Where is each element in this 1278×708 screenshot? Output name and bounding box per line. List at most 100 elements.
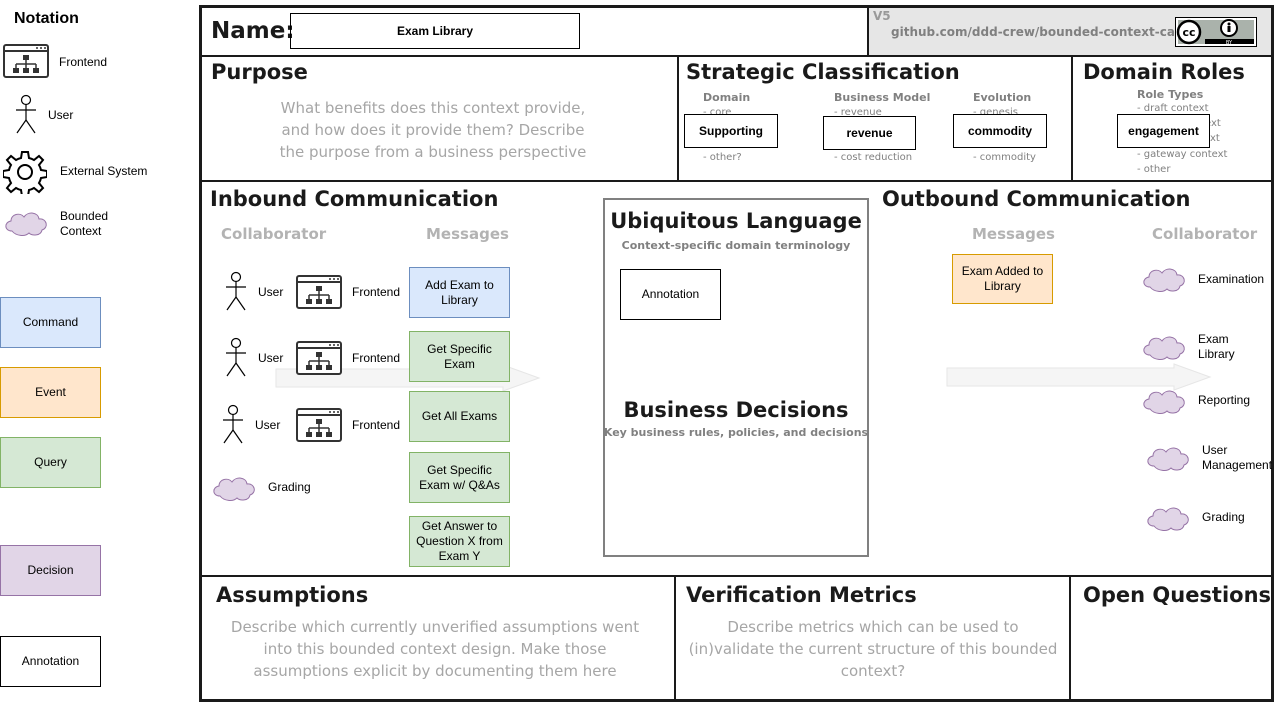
svg-text:cc: cc [1182,26,1195,39]
inbound-collaborator-header: Collaborator [221,225,327,243]
domain-label: Domain [703,91,751,104]
bounded-context-icon [210,474,258,502]
message-command[interactable]: Add Exam to Library [409,267,510,318]
bounded-context-icon [2,208,50,238]
business-model-label: Business Model [834,91,931,104]
inbound-user-label: User [258,285,284,299]
bounded-context-icon [1144,504,1192,532]
context-name-field[interactable]: Exam Library [290,13,580,49]
outbound-collaborator-label: Grading [1202,510,1245,524]
divider [674,577,676,699]
role-type-item: ext [1205,118,1221,129]
outbound-messages-header: Messages [972,225,1055,243]
business-decisions-title: Business Decisions [623,398,849,422]
evolution-label: Evolution [973,91,1032,104]
role-type-item: - draft context [1137,103,1209,114]
outbound-title: Outbound Communication [882,187,1191,211]
business-hint-top: - revenue [834,107,882,118]
domain-hint-bottom: - other? [703,152,742,163]
bounded-context-icon [1140,265,1188,293]
outbound-collaborator-label: Examination [1198,272,1265,286]
repo-link[interactable]: github.com/ddd-crew/bounded-context-canv… [891,25,1207,39]
user-icon [14,94,38,136]
frontend-icon [296,408,342,442]
gear-icon [3,150,47,194]
evolution-hint-top: - genesis [973,107,1018,118]
ubiquitous-language-subtitle: Context-specific domain terminology [621,239,851,252]
notation-event: Event [0,367,101,418]
verification-metrics-title: Verification Metrics [686,583,917,607]
inbound-frontend-label: Frontend [352,351,401,365]
role-type-item: - other [1137,164,1171,175]
svg-text:BY: BY [1226,40,1233,46]
inbound-user-label: User [258,351,284,365]
outbound-collaborator-label: User Management [1202,443,1272,472]
evolution-value[interactable]: commodity [953,114,1047,148]
bounded-context-icon [1144,444,1192,472]
notation-bounded-context-label: Bounded Context [60,209,109,238]
notation-user-label: User [48,108,74,122]
assumptions-hint: Describe which currently unverified assu… [230,618,640,680]
open-questions-title: Open Questions [1083,583,1272,607]
name-label: Name: [211,18,295,44]
frontend-icon [296,275,342,309]
version-label: V5 [873,9,891,23]
domain-value[interactable]: Supporting [684,114,778,148]
role-types-label: Role Types [1137,88,1204,101]
divider [202,180,1271,182]
role-type-item: xt [1210,133,1220,144]
outbound-collaborator-label: Reporting [1198,393,1251,407]
domain-role-value[interactable]: engagement [1117,114,1210,148]
message-query[interactable]: Get All Exams [409,391,510,442]
business-hint-bottom: - cost reduction [834,152,913,163]
message-query[interactable]: Get Specific Exam [409,331,510,382]
divider [202,575,1271,577]
domain-roles-title: Domain Roles [1083,60,1245,84]
inbound-title: Inbound Communication [210,187,499,211]
assumptions-title: Assumptions [216,583,369,607]
purpose-hint: What benefits does this context provide,… [279,99,587,161]
notation-external-system-label: External System [60,164,148,178]
strategic-title: Strategic Classification [686,60,960,84]
notation-frontend-label: Frontend [59,55,108,69]
divider [867,8,869,55]
outbound-collaborator-label: Exam Library [1198,332,1235,361]
frontend-icon [296,341,342,375]
divider [1069,577,1071,699]
user-icon [224,271,248,313]
message-event[interactable]: Exam Added to Library [952,254,1053,304]
business-model-value[interactable]: revenue [823,116,916,150]
inbound-grading-label: Grading [268,480,311,494]
inbound-frontend-label: Frontend [352,285,401,299]
verification-metrics-hint: Describe metrics which can be used to (i… [688,618,1058,680]
notation-decision: Decision [0,545,101,596]
notation-annotation: Annotation [0,636,101,687]
role-type-item: - gateway context [1137,149,1228,160]
cc-by-license-icon: cc BY [1175,17,1257,47]
frontend-icon [3,44,49,78]
divider [1071,57,1073,180]
bounded-context-icon [1140,387,1188,415]
bounded-context-icon [1140,333,1188,361]
message-query[interactable]: Get Answer to Question X from Exam Y [409,516,510,567]
notation-query: Query [0,437,101,488]
user-icon [221,404,245,446]
inbound-frontend-label: Frontend [352,418,401,432]
canvas-frame [199,5,1274,702]
ubiquitous-language-title: Ubiquitous Language [610,209,862,233]
notation-command: Command [0,297,101,348]
divider [677,57,679,180]
annotation-note[interactable]: Annotation [620,269,721,320]
ubiquitous-language-panel [603,198,869,557]
purpose-title: Purpose [211,60,308,84]
inbound-messages-header: Messages [426,225,509,243]
inbound-user-label: User [255,418,281,432]
domain-hint-top: - core [703,107,732,118]
outbound-collaborator-header: Collaborator [1152,225,1258,243]
user-icon [224,337,248,379]
message-query[interactable]: Get Specific Exam w/ Q&As [409,452,510,503]
evolution-hint-bottom: - commodity [973,152,1036,163]
notation-title: Notation [14,10,79,27]
outbound-arrow-icon [946,363,1212,391]
divider [202,55,1271,57]
